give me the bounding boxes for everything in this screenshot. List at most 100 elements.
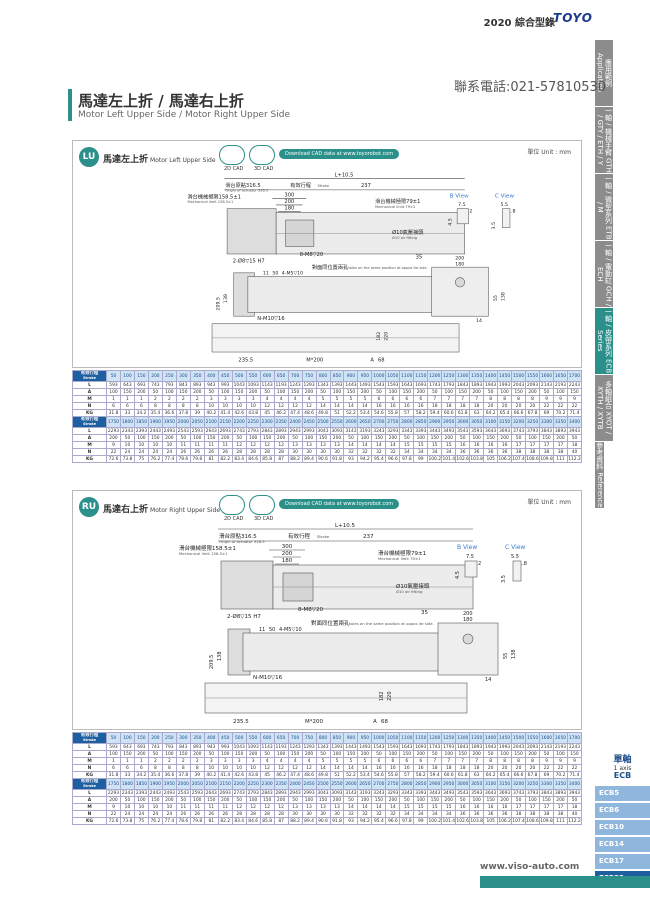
table-cell: 8 (175, 764, 191, 772)
dim-14-label: 14 (485, 677, 491, 683)
table-cell: 50 (175, 796, 191, 804)
mech-limit-2-label: 滑台機械極限79±1 (378, 549, 426, 557)
stroke-cell: 3250 (525, 416, 541, 428)
table-cell: 150 (287, 388, 303, 396)
table-cell: 87 (273, 817, 289, 825)
table-cell: 36.6 (161, 409, 177, 417)
table-cell: 15 (441, 803, 457, 811)
table-cell: 100 (301, 434, 317, 442)
hole-position-label: 對面同位置兩孔 (311, 619, 350, 627)
stroke-cell: 3050 (469, 778, 485, 790)
side-tab-application[interactable]: 應用範例 Application (595, 40, 613, 107)
v-35-label: 3.5 (491, 222, 497, 229)
stroke-cell: 2450 (301, 778, 317, 790)
series-item-ecb14[interactable]: ECB14 (595, 837, 650, 853)
table-cell: 150 (315, 434, 331, 442)
series-item-ecb6[interactable]: ECB6 (595, 803, 650, 819)
table-cell: 95.4 (371, 817, 387, 825)
series-item-ecb10[interactable]: ECB10 (595, 820, 650, 836)
side-tab-xyot[interactable]: 多軸組合 XYOT / XYTH / XYTB (595, 375, 613, 442)
table-cell: 150 (175, 750, 191, 758)
side-tab-reference[interactable]: 參考資料 Reference (595, 442, 604, 509)
table-cell: 1 (133, 757, 149, 765)
table-cell: 50 (371, 750, 387, 758)
table-cell: 32 (385, 448, 401, 456)
table-cell: 200 (497, 434, 513, 442)
table-cell: 34 (399, 448, 415, 456)
table-cell: 17 (525, 441, 541, 449)
table-cell: 28 (231, 810, 247, 818)
stroke-cell: 650 (273, 370, 289, 382)
cad-3d-icon[interactable] (249, 495, 275, 515)
stroke-cell: 2750 (385, 416, 401, 428)
air-fitting-label-en: Ø10 air fitting (392, 235, 417, 240)
table-cell: 2 (189, 757, 205, 765)
table-cell: 5 (315, 757, 331, 765)
table-cell: 1993 (497, 743, 513, 751)
table-cell: 58.2 (413, 409, 429, 417)
table-cell: 22 (553, 402, 568, 410)
dim-50-label: 50 (272, 271, 278, 277)
stroke-cell: 200 (147, 732, 163, 744)
table-cell: 22 (106, 448, 121, 456)
table-cell: 11 (175, 803, 191, 811)
v-2-label: 2 (478, 561, 481, 567)
table-cell: 66.6 (511, 409, 527, 417)
table-cell: 14 (357, 803, 373, 811)
table-cell: 1243 (287, 743, 303, 751)
table-cell: 943 (203, 381, 219, 389)
table-cell: 34 (441, 448, 457, 456)
actuator-body-front (247, 276, 465, 313)
table-cell: 200 (245, 750, 261, 758)
side-tab-gch[interactable]: 一軸 / 電動缸 GCH / ECH (595, 241, 613, 308)
stroke-cell: 2150 (217, 778, 233, 790)
table-cell: 2193 (553, 743, 568, 751)
cad-2d-icon[interactable] (219, 495, 245, 515)
table-cell: 38 (553, 448, 568, 456)
footer-url[interactable]: www.viso-auto.com (480, 862, 580, 872)
mech-limit-1-label-en: Mechanical limit 158.5±1 (188, 200, 234, 204)
table-cell: 22 (566, 402, 583, 410)
stroke-cell: 100 (119, 732, 135, 744)
origin-label: 滑台原點316.5 (219, 532, 257, 540)
stroke-cell: 2150 (217, 416, 233, 428)
table-cell: 18 (455, 764, 471, 772)
dim-11-label: 11 (259, 627, 265, 633)
table-cell: 16 (483, 441, 499, 449)
table-cell: 53.4 (357, 771, 373, 779)
download-cad-button[interactable]: Download CAD data at www.toyorobot.com (279, 149, 400, 159)
side-tab-etb[interactable]: 一軸 / 微型系列 ETB / M (595, 174, 613, 241)
stroke-cell: 1550 (525, 732, 541, 744)
stroke-cell: 3150 (497, 778, 513, 790)
download-cad-button[interactable]: Download CAD data at www.toyorobot.com (279, 499, 400, 509)
table-cell: 33 (119, 771, 135, 779)
table-cell: 28 (273, 810, 289, 818)
table-cell: 20 (525, 764, 541, 772)
dim-138-end-label: 138 (511, 649, 517, 659)
v-35-label: 3.5 (501, 575, 507, 583)
table-cell: 37.8 (175, 409, 191, 417)
cad-2d-icon[interactable] (219, 145, 245, 165)
table-cell: 67.8 (525, 409, 541, 417)
table-cell: 1093 (245, 381, 261, 389)
table-cell: 4 (287, 395, 303, 403)
actuator-body-front (242, 632, 474, 672)
series-item-ecb5[interactable]: ECB5 (595, 786, 650, 802)
table-cell: 150 (259, 796, 275, 804)
side-tab-ecb[interactable]: 一軸 / 皮帶系列 ECB Series (595, 308, 613, 375)
dim-138-end-label: 138 (500, 292, 506, 301)
stroke-cell: 2650 (357, 778, 373, 790)
cad-3d-icon[interactable] (249, 145, 275, 165)
table-cell: 14 (371, 803, 387, 811)
table-cell: 91.8 (329, 455, 345, 463)
table-cell: 17 (553, 803, 568, 811)
stroke-cell: 1500 (511, 732, 527, 744)
table-cell: 50 (175, 434, 191, 442)
series-item-ecb17[interactable]: ECB17 (595, 854, 650, 870)
side-tab-gth[interactable]: 一軸 / 機械手臂 GTH / GTY / ETH / Y (595, 107, 613, 174)
table-cell: 5 (343, 395, 359, 403)
dowel-hole-label: 2-Ø8▽15 H7 (233, 257, 265, 264)
